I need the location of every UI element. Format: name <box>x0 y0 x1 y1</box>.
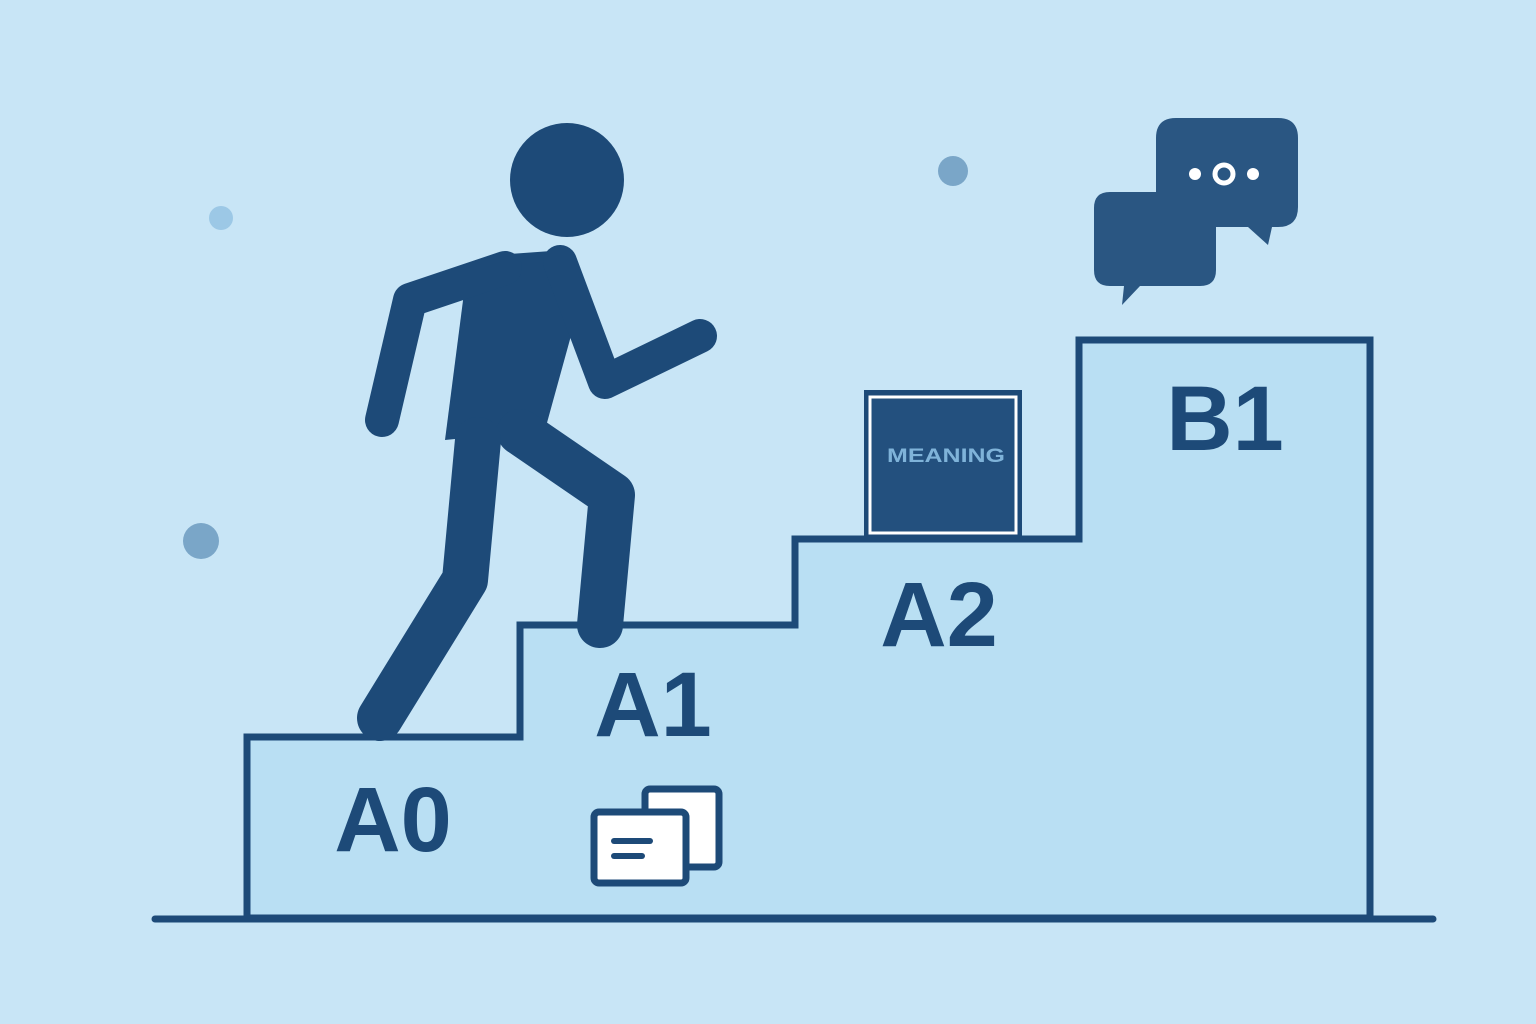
staircase <box>243 336 1374 922</box>
flashcards-icon <box>590 785 723 887</box>
decor-dot <box>209 206 233 230</box>
book-label: MEANING <box>887 446 1005 467</box>
level-label-a0: A0 <box>334 769 452 871</box>
book-icon: MEANING <box>864 390 1022 538</box>
chat-bubbles-icon <box>1094 118 1298 305</box>
level-label-a1: A1 <box>594 654 712 756</box>
level-label-a2: A2 <box>880 564 998 666</box>
decor-dot <box>183 523 219 559</box>
level-label-b1: B1 <box>1166 368 1284 470</box>
decor-dot <box>938 156 968 186</box>
person-climbing-icon <box>357 123 717 741</box>
